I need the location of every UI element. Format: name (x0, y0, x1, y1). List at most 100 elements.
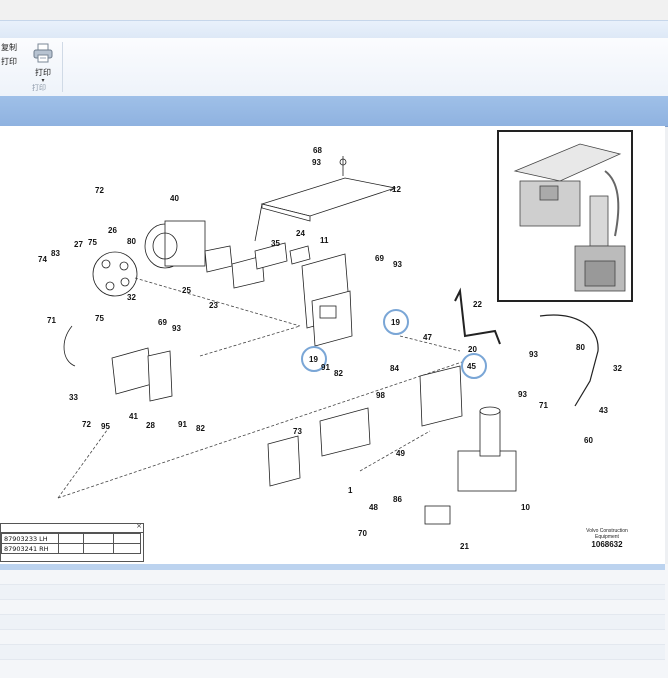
list-row[interactable] (0, 645, 665, 660)
callout-label: 91 (321, 363, 330, 372)
list-row[interactable] (0, 630, 665, 645)
callout-label: 33 (69, 393, 78, 402)
callout-label: 22 (473, 300, 482, 309)
inset-photo (513, 143, 626, 292)
callout-label: 93 (312, 158, 321, 167)
highlight-circle-19-top (383, 309, 409, 335)
brand-block: Volvo Construction Equipment 1068632 (572, 528, 642, 549)
callout-label: 69 (375, 254, 384, 263)
brand-line1: Volvo Construction (586, 528, 628, 534)
table-row[interactable]: 87903241 RH (1, 543, 141, 554)
callout-label: 93 (518, 390, 527, 399)
callout-label: 83 (51, 249, 60, 258)
callout-label: 45 (467, 362, 476, 371)
callout-label: 32 (613, 364, 622, 373)
printer-icon (33, 43, 53, 63)
callout-label: 68 (313, 146, 322, 155)
part-number-cell: 87903241 RH (1, 543, 59, 554)
inset-photo-frame (497, 130, 633, 302)
callout-label: 75 (88, 238, 97, 247)
callout-label: 70 (358, 529, 367, 538)
part-23-gasket (231, 255, 265, 289)
ribbon-toolbar: 复制 打印 打印 ▾ 打印 (0, 38, 668, 97)
callout-label: 71 (539, 401, 548, 410)
parts-table: × 87903233 LH 87903241 RH (0, 522, 144, 562)
callout-label: 93 (529, 350, 538, 359)
ribbon-separator (62, 42, 63, 92)
print-group-label: 打印 (32, 84, 46, 92)
callout-label: 48 (369, 503, 378, 512)
part-25-gasket (204, 245, 233, 273)
drawing-number: 1068632 (591, 540, 623, 549)
part-24-gasket (289, 245, 311, 265)
callout-label: 93 (172, 324, 181, 333)
callout-label: 69 (158, 318, 167, 327)
part-number-cell: 87903233 LH (1, 533, 59, 544)
callout-label: 27 (74, 240, 83, 249)
callout-label: 91 (178, 420, 187, 429)
callout-label: 73 (293, 427, 302, 436)
print-button[interactable]: 打印 ▾ (28, 42, 58, 84)
callout-label: 11 (320, 236, 329, 245)
callout-label: 95 (101, 422, 110, 431)
callout-label: 35 (271, 239, 280, 248)
callout-label: 40 (170, 194, 179, 203)
parts-table-header: × (1, 522, 143, 533)
exploded-parts-diagram: 68 93 12 72 40 26 27 75 80 74 83 71 75 3… (38, 130, 633, 551)
callout-label: 24 (296, 229, 305, 238)
callout-label: 82 (196, 424, 205, 433)
callout-label: 21 (460, 542, 469, 551)
table-row[interactable]: 87903233 LH (1, 533, 141, 544)
callout-label: 72 (82, 420, 91, 429)
callout-label: 86 (393, 495, 402, 504)
list-row[interactable] (0, 570, 665, 585)
part-84-plate (419, 365, 463, 427)
callout-label: 49 (396, 449, 405, 458)
callout-label: 80 (576, 343, 585, 352)
list-row[interactable] (0, 600, 665, 615)
highlight-circle-45 (461, 353, 487, 379)
callout-label: 75 (95, 314, 104, 323)
copy-button[interactable]: 复制 (1, 43, 17, 52)
callout-label: 1 (348, 486, 353, 495)
callout-label: 80 (127, 237, 136, 246)
callout-label: 20 (468, 345, 477, 354)
callout-label: 28 (146, 421, 155, 430)
callout-label: 47 (423, 333, 432, 342)
list-row[interactable] (0, 615, 665, 630)
close-icon[interactable]: × (136, 522, 142, 530)
callout-label: 74 (38, 255, 47, 264)
callout-label: 19 (391, 318, 400, 327)
callout-label: 71 (47, 316, 56, 325)
callout-label: 23 (209, 301, 218, 310)
callout-label: 19 (309, 355, 318, 364)
brand-line2: Equipment (595, 534, 619, 540)
list-row[interactable] (0, 585, 665, 600)
bottom-panel-header (0, 564, 665, 570)
part-35-gasket (254, 242, 288, 270)
parts-diagram-canvas[interactable]: 68 93 12 72 40 26 27 75 80 74 83 71 75 3… (0, 126, 665, 564)
callout-label: 98 (376, 391, 385, 400)
callout-label: 26 (108, 226, 117, 235)
callout-label: 60 (584, 436, 593, 445)
callout-label: 82 (334, 369, 343, 378)
callout-label: 72 (95, 186, 104, 195)
part-1-box (267, 435, 301, 487)
callout-label: 12 (392, 185, 401, 194)
highlight-circle-19-left (301, 346, 327, 372)
dropdown-arrow-icon: ▾ (41, 77, 45, 84)
callout-label: 43 (599, 406, 608, 415)
print-small-button[interactable]: 打印 (1, 57, 17, 66)
callout-label: 10 (521, 503, 530, 512)
part-10-block (457, 450, 517, 492)
content-header-bar (0, 96, 668, 127)
print-button-label: 打印 (35, 68, 51, 77)
window-top-bar (0, 0, 668, 20)
callout-label: 32 (127, 293, 136, 302)
part-26-flange (92, 251, 138, 297)
ribbon-tab-strip (0, 20, 668, 40)
callout-label: 84 (390, 364, 399, 373)
callout-label: 93 (393, 260, 402, 269)
callout-label: 41 (129, 412, 138, 421)
part-21-fitting (424, 505, 451, 525)
